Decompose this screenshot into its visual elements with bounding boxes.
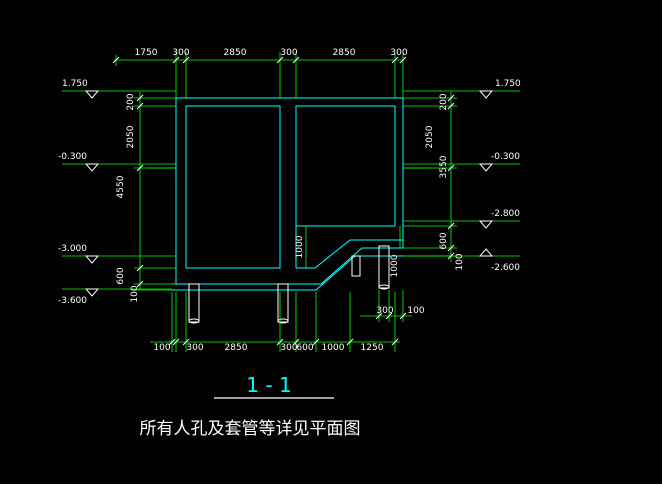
dim-bottom-3: 2850 [225,343,248,353]
tank-structure [172,97,404,291]
elev-right-3: -2.800 [491,209,520,219]
elev-marker-right-3 [478,220,494,229]
dimension-lines [62,52,520,352]
dim-bottom-5: 600 [296,343,313,353]
dim-left-2: 2050 [126,125,136,148]
elevation-markers [84,90,494,297]
dim-bottom-6: 1000 [322,343,345,353]
pipe-1 [188,283,200,323]
pipe-stub [351,255,361,277]
dim-pipe-2: 100 [407,306,424,316]
elev-marker-left-3 [84,255,100,264]
dim-inner-2: 1000 [390,254,400,277]
elev-right-1: 1.750 [495,79,521,89]
dim-top-5: 2850 [333,48,356,58]
elev-marker-right-2 [478,163,494,172]
dim-inner-1: 1000 [295,235,305,258]
pipe-3 [378,245,390,289]
elev-left-1: 1.750 [62,79,88,89]
elev-left-2: -0.300 [58,152,87,162]
dim-top-2: 300 [172,48,189,58]
bottom-dimensions: 100 300 2850 300 600 1000 1250 [153,343,383,353]
elev-marker-left-2 [84,163,100,172]
elev-marker-right-1 [478,90,494,99]
dim-bottom-4: 300 [280,343,297,353]
dim-pipe-1: 300 [376,306,393,316]
left-elevations: 1.750 -0.300 -3.000 -3.600 [58,79,88,306]
elev-right-4: -2.600 [491,263,520,273]
inner-dimensions: 1000 1000 [295,235,400,277]
dim-right-1: 200 [439,93,449,110]
pipe-dimensions: 300 100 [376,306,424,316]
dim-right-3: 3550 [439,155,449,178]
dim-top-6: 300 [390,48,407,58]
right-chamber [295,105,396,227]
dim-bottom-2: 300 [186,343,203,353]
pipes [188,245,390,324]
elev-left-3: -3.000 [58,244,87,254]
top-dimensions: 1750 300 2850 300 2850 300 [135,48,408,58]
dim-top-3: 2850 [224,48,247,58]
right-dimensions: 200 2050 3550 600 100 [425,93,465,270]
dim-left-3: 4550 [116,175,126,198]
left-chamber [185,105,281,269]
elev-left-4: -3.600 [58,296,87,306]
dim-top-1: 1750 [135,48,158,58]
right-elevations: 1.750 -0.300 -2.800 -2.600 [491,79,521,273]
dim-left-1: 200 [126,93,136,110]
dim-right-2: 2050 [425,125,435,148]
elev-marker-right-4 [478,248,494,257]
dim-left-4: 600 [116,267,126,284]
dim-left-5: 100 [130,285,140,302]
elev-marker-left-1 [84,90,100,99]
section-title: 1 - 1 [246,373,291,397]
dim-bottom-1: 100 [153,343,170,353]
elev-right-2: -0.300 [491,152,520,162]
section-note: 所有人孔及套管等详见平面图 [140,419,361,439]
elev-marker-left-4 [84,288,100,297]
dim-bottom-7: 1250 [361,343,384,353]
left-dimensions: 200 2050 4550 600 100 [116,93,140,302]
dimension-ticks [112,56,455,346]
step-floor [295,226,403,269]
pipe-2 [277,283,289,323]
dim-top-4: 300 [280,48,297,58]
dim-right-5: 100 [455,253,465,270]
dim-right-4: 600 [439,232,449,249]
